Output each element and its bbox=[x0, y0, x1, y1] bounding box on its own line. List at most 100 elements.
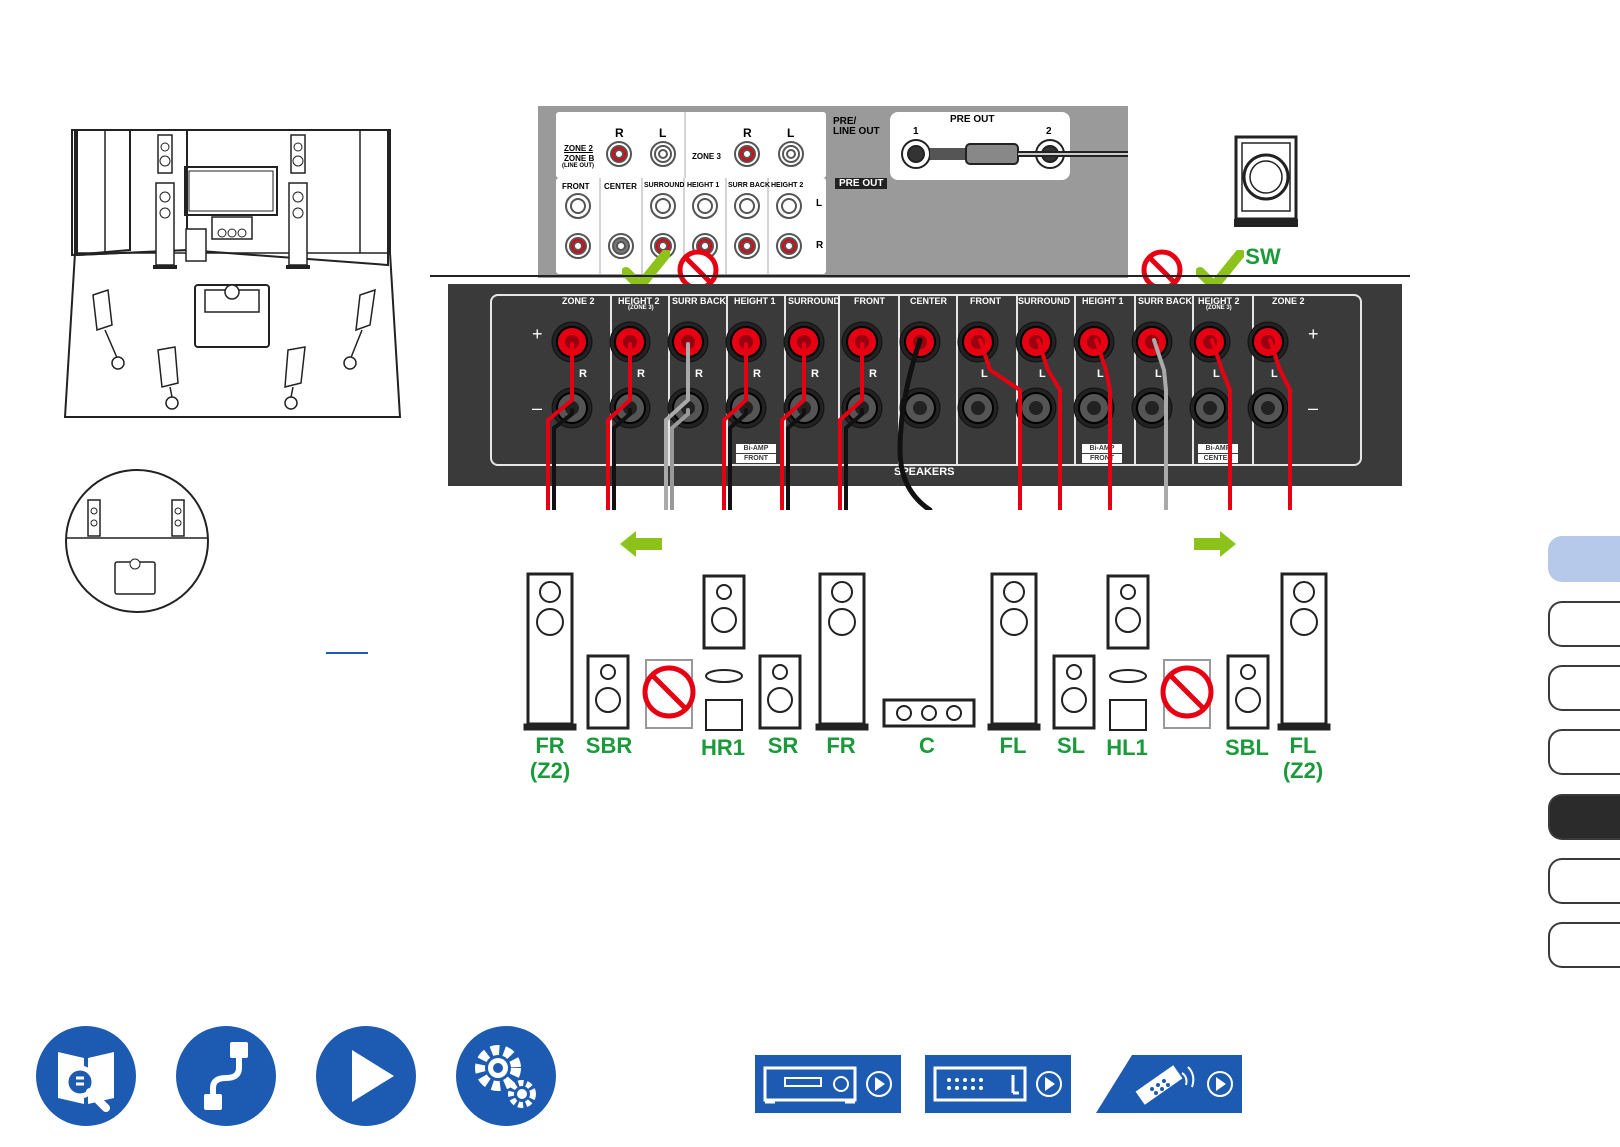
term-zone2-right-header: ZONE 2 bbox=[562, 296, 595, 306]
front-panel-icon bbox=[763, 1066, 892, 1104]
speaker-label-hl1: HL1 bbox=[1106, 735, 1148, 760]
term-surrback-right-header: SURR BACK bbox=[672, 296, 726, 306]
zone3-label: ZONE 3 bbox=[692, 152, 721, 161]
speaker-label-fr-z2: FR(Z2) bbox=[529, 733, 571, 783]
manual-search-button[interactable] bbox=[36, 1026, 136, 1126]
pre-zone2-L-label: L bbox=[659, 126, 667, 140]
subwoofer-icon bbox=[1232, 133, 1300, 233]
term-zone2-left-header: ZONE 2 bbox=[1272, 296, 1305, 306]
side-tab-1[interactable] bbox=[1548, 536, 1620, 582]
pre-line-out-label-2: LINE OUT bbox=[833, 126, 880, 137]
listening-position-illustration bbox=[60, 466, 215, 616]
side-tab-4[interactable] bbox=[1548, 729, 1620, 775]
zone-b-label: ZONE B bbox=[564, 154, 595, 163]
speaker-label-sl: SL bbox=[1056, 733, 1086, 758]
speaker-label-sbl: SBL bbox=[1225, 735, 1269, 760]
pre-ch-front: FRONT bbox=[562, 182, 590, 191]
line-out-label: (LINE OUT) bbox=[562, 163, 594, 169]
pre-side-R: R bbox=[816, 240, 824, 251]
arrow-left-icon bbox=[620, 531, 662, 557]
speaker-wires bbox=[546, 337, 1292, 510]
term-height1-left-header: HEIGHT 1 bbox=[1082, 296, 1124, 306]
room-layout-illustration bbox=[60, 125, 410, 425]
speaker-label-fr: FR bbox=[826, 733, 856, 758]
pre-zone2-R-label: R bbox=[615, 126, 624, 140]
rear-panel-icon bbox=[933, 1066, 1062, 1102]
minus-left: – bbox=[532, 398, 543, 418]
speaker-label-c: C bbox=[919, 733, 935, 758]
pre-out-1-label: 1 bbox=[913, 126, 919, 137]
speaker-label-fl-z2: FL(Z2) bbox=[1282, 733, 1324, 783]
speaker-label-sr: SR bbox=[767, 733, 799, 758]
pre-ch-center: CENTER bbox=[604, 182, 637, 191]
rear-panel-button[interactable] bbox=[925, 1055, 1071, 1113]
pre-side-L: L bbox=[816, 198, 823, 209]
side-tab-3[interactable] bbox=[1548, 665, 1620, 711]
term-surrback-left-header: SURR BACK bbox=[1138, 296, 1192, 306]
pre-ch-height1: HEIGHT 1 bbox=[687, 182, 720, 189]
speaker-label-sbr: SBR bbox=[585, 733, 633, 758]
plus-left: + bbox=[532, 324, 543, 344]
pre-out-lower-label: PRE OUT bbox=[835, 178, 888, 189]
side-tab-5[interactable] bbox=[1548, 794, 1620, 840]
terminal-channel-label: L bbox=[1155, 368, 1162, 380]
terminal-channel-label: L bbox=[1097, 368, 1104, 380]
term-height2-left-sub: (ZONE 3) bbox=[1206, 305, 1232, 311]
front-panel-button[interactable] bbox=[755, 1055, 901, 1113]
terminal-channel-label: L bbox=[1271, 368, 1278, 380]
playback-button[interactable] bbox=[316, 1026, 416, 1126]
remote-control-button[interactable] bbox=[1096, 1055, 1242, 1113]
side-tab-6[interactable] bbox=[1548, 858, 1620, 904]
plus-right: + bbox=[1308, 324, 1319, 344]
term-height1-right-header: HEIGHT 1 bbox=[734, 296, 776, 306]
terminal-channel-label: L bbox=[1213, 368, 1220, 380]
term-center-header: CENTER bbox=[910, 296, 948, 306]
speakers-title: SPEAKERS bbox=[894, 466, 955, 478]
pre-out-title: PRE OUT bbox=[950, 114, 995, 125]
pre-zone3-R-label: R bbox=[743, 126, 752, 140]
pre-ch-height2: HEIGHT 2 bbox=[771, 182, 804, 189]
side-tab-2[interactable] bbox=[1548, 601, 1620, 647]
speaker-terminal-panel: ZONE 2 HEIGHT 2 (ZONE 3) SURR BACK HEIGH… bbox=[448, 284, 1402, 486]
pre-out-2-label: 2 bbox=[1046, 126, 1052, 137]
connection-button[interactable] bbox=[176, 1026, 276, 1126]
term-front-right-header: FRONT bbox=[854, 296, 885, 306]
terminal-channel-label: R bbox=[869, 368, 877, 380]
manual-search-icon bbox=[58, 1052, 114, 1112]
terminal-channel-label: L bbox=[1039, 368, 1046, 380]
speaker-label-hr1: HR1 bbox=[700, 735, 745, 760]
terminal-channel-label: R bbox=[637, 368, 645, 380]
term-front-left-header: FRONT bbox=[970, 296, 1001, 306]
terminal-channel-label: R bbox=[695, 368, 703, 380]
pre-ch-surround: SURROUND bbox=[644, 182, 685, 189]
term-surround-right-header: SURROUND bbox=[788, 296, 841, 306]
pre-zone3-L-label: L bbox=[787, 126, 795, 140]
terminal-channel-label: R bbox=[753, 368, 761, 380]
terminal-channel-label: R bbox=[811, 368, 819, 380]
biamp-center: Bi-AMP CENTER bbox=[1198, 444, 1238, 463]
settings-gears-icon bbox=[475, 1045, 536, 1108]
speaker-drawings bbox=[523, 572, 1331, 731]
term-height2-left-header: HEIGHT 2 bbox=[1198, 296, 1240, 306]
connection-cable-icon bbox=[204, 1042, 248, 1110]
speaker-label-fl: FL bbox=[999, 733, 1027, 758]
terminal-channel-labels: R R R R R R L L L L L L bbox=[448, 284, 1402, 486]
settings-button[interactable] bbox=[456, 1026, 556, 1126]
page-link-underline[interactable] bbox=[326, 652, 368, 654]
subwoofer-label: SW bbox=[1245, 244, 1281, 269]
terminal-channel-label: R bbox=[579, 368, 587, 380]
term-height2-right-header: HEIGHT 2 bbox=[618, 296, 660, 306]
minus-right: – bbox=[1308, 398, 1319, 418]
arrow-right-icon bbox=[1194, 531, 1236, 557]
term-surround-left-header: SURROUND bbox=[1018, 296, 1071, 306]
terminal-channel-label: L bbox=[981, 368, 988, 380]
zone2-label: ZONE 2 bbox=[564, 144, 593, 153]
biamp-front-left: Bi-AMP FRONT bbox=[1082, 444, 1122, 463]
term-height2-right-sub: (ZONE 3) bbox=[628, 305, 654, 311]
play-icon bbox=[352, 1050, 394, 1102]
divider-line bbox=[430, 275, 1410, 277]
pre-line-out-label-1: PRE/ bbox=[833, 116, 857, 127]
pre-ch-surrback: SURR BACK bbox=[728, 182, 770, 189]
remote-control-icon bbox=[1096, 1055, 1233, 1113]
side-tab-7[interactable] bbox=[1548, 922, 1620, 968]
